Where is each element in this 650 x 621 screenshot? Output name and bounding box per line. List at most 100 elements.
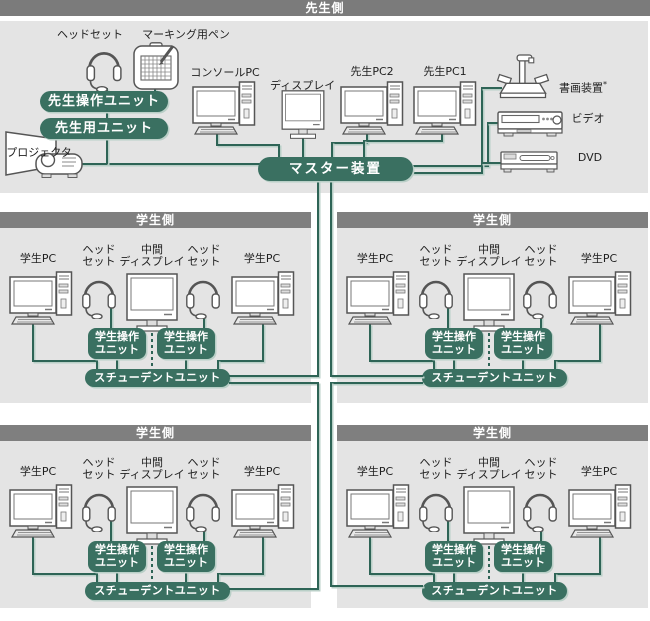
connector-display-master xyxy=(302,138,304,158)
student-unit-pill: スチューデントユニット xyxy=(85,582,230,600)
student-unit-pill: スチューデントユニット xyxy=(85,369,230,387)
mid-display-icon xyxy=(463,273,515,332)
student-panel-top-right: 学生側 学生PC ヘッドセット 中間ディスプレイ ヘッドセット 学生PC 学生操… xyxy=(337,212,648,403)
student-control-unit-left: 学生操作 ユニット xyxy=(425,328,483,359)
mid-display-label: 中間ディスプレイ xyxy=(456,456,522,481)
teacher-unit-pill: 先生用ユニット xyxy=(40,118,168,139)
teacher-control-unit-pill: 先生操作ユニット xyxy=(40,91,168,112)
headset-right-icon xyxy=(186,280,220,319)
headset-right-label: ヘッドセット xyxy=(524,243,558,268)
teacher-banner: 先生側 xyxy=(0,0,650,16)
connector-pc-left-3 xyxy=(96,360,98,371)
student-pc-right-icon xyxy=(231,484,295,538)
connector-chain-left-2 xyxy=(317,382,319,590)
headset-right-icon xyxy=(523,280,557,319)
connector-pc-left-2 xyxy=(32,360,98,362)
student-pc-left-label: 学生PC xyxy=(356,252,394,265)
student-panel-bottom-right: 学生側 学生PC ヘッドセット 中間ディスプレイ ヘッドセット 学生PC 学生操… xyxy=(337,425,648,608)
projector-label: プロジェクタ xyxy=(6,146,72,159)
teacher-pc1-label: 先生PC1 xyxy=(423,65,467,78)
headset-left-icon xyxy=(419,280,453,319)
student-pc-left-label: 学生PC xyxy=(356,465,394,478)
student-pc-left-label: 学生PC xyxy=(19,465,57,478)
connector-headset-right xyxy=(540,528,542,542)
connector-chain-right-3 xyxy=(330,585,423,587)
headset-right-icon xyxy=(186,493,220,532)
connector-chain-left-1 xyxy=(229,382,319,384)
mid-display-icon xyxy=(463,486,515,545)
display-monitor-icon xyxy=(281,90,325,139)
mid-display-icon xyxy=(126,486,178,545)
connector-pc-right-1 xyxy=(599,537,601,575)
connector-pc-left-1 xyxy=(369,324,371,362)
headset-icon xyxy=(86,52,122,92)
connector-consolepc-1 xyxy=(216,133,218,146)
dvd-player-icon xyxy=(500,151,558,173)
student-pc-right-label: 学生PC xyxy=(243,252,281,265)
student-unit-pill: スチューデントユニット xyxy=(422,369,567,387)
connector-pc-right-3 xyxy=(554,360,556,371)
student-control-unit-right: 学生操作 ユニット xyxy=(157,328,215,359)
connector-pc-left-2 xyxy=(32,573,98,575)
student-control-unit-left: 学生操作 ユニット xyxy=(88,541,146,572)
connector-pc2-1 xyxy=(366,133,368,144)
headset-right-icon xyxy=(523,493,557,532)
console-pc-label: コンソールPC xyxy=(190,66,260,79)
connector-pc-left-2 xyxy=(369,360,435,362)
connector-doccam-2 xyxy=(481,87,483,174)
teacher-pc1-icon xyxy=(413,81,477,135)
connector-headset-right xyxy=(203,528,205,542)
connector-chain-right-2 xyxy=(330,382,332,587)
connector-pc-left-1 xyxy=(369,537,371,575)
connector-chain-left-3 xyxy=(229,588,319,590)
student-pc-right-label: 学生PC xyxy=(580,252,618,265)
headset-right-label: ヘッドセット xyxy=(187,243,221,268)
headset-left-icon xyxy=(419,493,453,532)
connector-middisplay-dashed xyxy=(151,546,153,583)
student-panel-top-left: 学生側 学生PC ヘッドセット 中間ディスプレイ ヘッドセット 学生PC 学生操… xyxy=(0,212,311,403)
student-pc-left-icon xyxy=(346,271,410,325)
connector-video-2 xyxy=(487,122,489,167)
connector-consolepc-2 xyxy=(216,144,280,146)
student-control-unit-left: 学生操作 ユニット xyxy=(88,328,146,359)
document-camera-note: * xyxy=(603,80,607,89)
student-unit-pill: スチューデントユニット xyxy=(422,582,567,600)
connector-pc-right-2 xyxy=(554,573,601,575)
headset-left-icon xyxy=(82,280,116,319)
connector-headset-left xyxy=(447,520,449,542)
connector-ctrlunit-left xyxy=(116,358,118,370)
connector-master-tl-unit xyxy=(229,375,319,377)
connector-pc-right-2 xyxy=(217,360,264,362)
connector-pc-right-3 xyxy=(217,573,219,584)
connector-pc-right-1 xyxy=(599,324,601,362)
marking-pen-tablet-icon xyxy=(133,42,179,90)
connector-ctrlunit-left xyxy=(453,358,455,370)
connector-pc1-3 xyxy=(363,140,365,158)
connector-pc-right-3 xyxy=(217,360,219,371)
student-pc-right-icon xyxy=(231,271,295,325)
headset-label: ヘッドセット xyxy=(57,28,123,41)
mid-display-icon xyxy=(126,273,178,332)
connector-master-tr-unit xyxy=(330,375,423,377)
connector-headset-left xyxy=(110,307,112,329)
student-control-unit-right: 学生操作 ユニット xyxy=(157,541,215,572)
marking-pen-label: マーキング用ペン xyxy=(142,28,230,41)
connector-middisplay-dashed xyxy=(488,333,490,370)
teacher-pc2-icon xyxy=(340,81,404,135)
connector-master-down-right xyxy=(330,180,332,377)
student-pc-right-label: 学生PC xyxy=(580,465,618,478)
student-pc-right-icon xyxy=(568,271,632,325)
connector-pc1-2 xyxy=(363,140,443,142)
connector-headset-left xyxy=(447,307,449,329)
student-pc-left-icon xyxy=(9,484,73,538)
dvd-label: DVD xyxy=(577,151,603,164)
connector-doccam-3 xyxy=(481,87,502,89)
student-control-unit-left: 学生操作 ユニット xyxy=(425,541,483,572)
connector-ctrlunit-left xyxy=(116,571,118,583)
student-banner: 学生側 xyxy=(337,425,648,441)
mid-display-label: 中間ディスプレイ xyxy=(119,456,185,481)
teacher-pc2-label: 先生PC2 xyxy=(350,65,394,78)
connector-pc2-3 xyxy=(331,142,333,158)
connector-pc-left-1 xyxy=(32,324,34,362)
